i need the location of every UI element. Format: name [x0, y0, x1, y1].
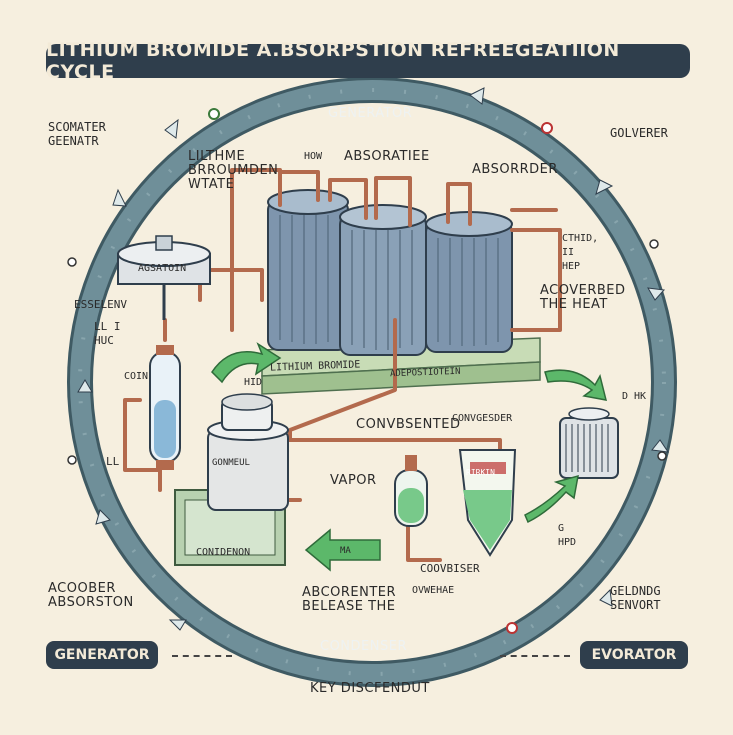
ring-label-generator: GENERATOR [328, 106, 413, 121]
label-acoober: ACOOBER ABSORSTON [48, 581, 134, 610]
label-absoratiee: ABSORATIEE [344, 149, 430, 164]
label-dhk: D HK [622, 391, 647, 402]
label-acoverbed: ACOVERBED THE HEAT [540, 283, 626, 312]
label-g-hpd: G HPD [558, 523, 577, 548]
label-ma: MA [340, 546, 351, 556]
label-absorrder: ABSORRDER [472, 162, 558, 177]
legend-generator-pill: GENERATOR [46, 641, 158, 669]
green-arrow-icon [304, 528, 381, 572]
ring-valves [67, 108, 667, 634]
label-rirkin: RIRKIN [466, 468, 495, 477]
convgesder-funnel [458, 449, 517, 557]
ring-arrow-icon [112, 188, 127, 207]
legend-evorator-pill: EVORATOR [580, 641, 688, 669]
cycle-ring [67, 77, 677, 687]
label-scomater: SCOMATER GEENATR [48, 120, 106, 148]
green-arrow-icon [544, 369, 608, 401]
label-vapor: VAPOR [330, 473, 377, 488]
ring-arrow-icon [651, 439, 670, 453]
glass-column [149, 345, 181, 470]
condenser-flask [394, 455, 428, 527]
green-arrow-icon [524, 474, 579, 524]
label-convgesder: CONVGESDER [452, 413, 513, 424]
label-coin: COIN [124, 371, 149, 382]
label-ll-huc: LL I HUC [94, 320, 121, 347]
tank-middle [339, 204, 427, 356]
ring-label-condenser: CONDENSER [320, 639, 407, 654]
ring-arrow-icon [647, 287, 666, 301]
label-hid: HID [244, 377, 263, 388]
evaporator-unit [559, 407, 619, 479]
legend-dash-left [172, 655, 232, 657]
ring-arrow-icon [595, 179, 614, 195]
green-arrow-icon [211, 342, 282, 384]
label-coovbiser: COOVBISER [420, 562, 480, 575]
label-lithium: LILTHME BRROUMDEN WTATE [188, 149, 279, 192]
label-golverer: GOLVERER [610, 126, 668, 140]
ring-arrow-icon [599, 588, 613, 607]
key-caption: KEY DISCFENDUT [310, 681, 430, 696]
label-ll: LL [106, 455, 120, 468]
ring-arrows [77, 87, 670, 631]
generator-vessel [174, 393, 289, 566]
label-esselenv: ESSELENV [74, 298, 127, 311]
label-conidenon: CONIDENON [196, 547, 251, 558]
page-title: LITHIUM BROMIDE A.BSORPSTION REFREEGEATI… [46, 39, 690, 83]
agsatoin-tank [117, 235, 211, 320]
label-ovwehae: OVWEHAE [412, 585, 455, 596]
label-gonmeul: GONMEUL [212, 458, 250, 468]
legend-dash-right [500, 655, 570, 657]
label-platform-right: ADEPOSTIOTEIN [389, 366, 461, 380]
label-convbsented: CONVBSENTED [356, 417, 461, 432]
green-arrows [211, 342, 608, 572]
ring-arrow-icon [77, 379, 93, 393]
label-geldndg: GELDNDG SENVORT [610, 584, 661, 612]
label-how: HOW [304, 151, 323, 162]
label-aborenter: ABCORENTER BELEASE THE [302, 585, 397, 614]
label-chid-hep: CTHID, II HEP [562, 233, 599, 272]
ring-arrow-icon [168, 619, 187, 631]
ring-arrow-icon [95, 509, 111, 525]
ring-arrow-icon [164, 118, 179, 139]
tank-right [425, 211, 513, 353]
ring-arrow-icon [469, 87, 485, 105]
tank-left [267, 189, 349, 351]
absorber-tanks [267, 189, 513, 356]
label-agsatoin: AGSATOIN [138, 263, 187, 274]
